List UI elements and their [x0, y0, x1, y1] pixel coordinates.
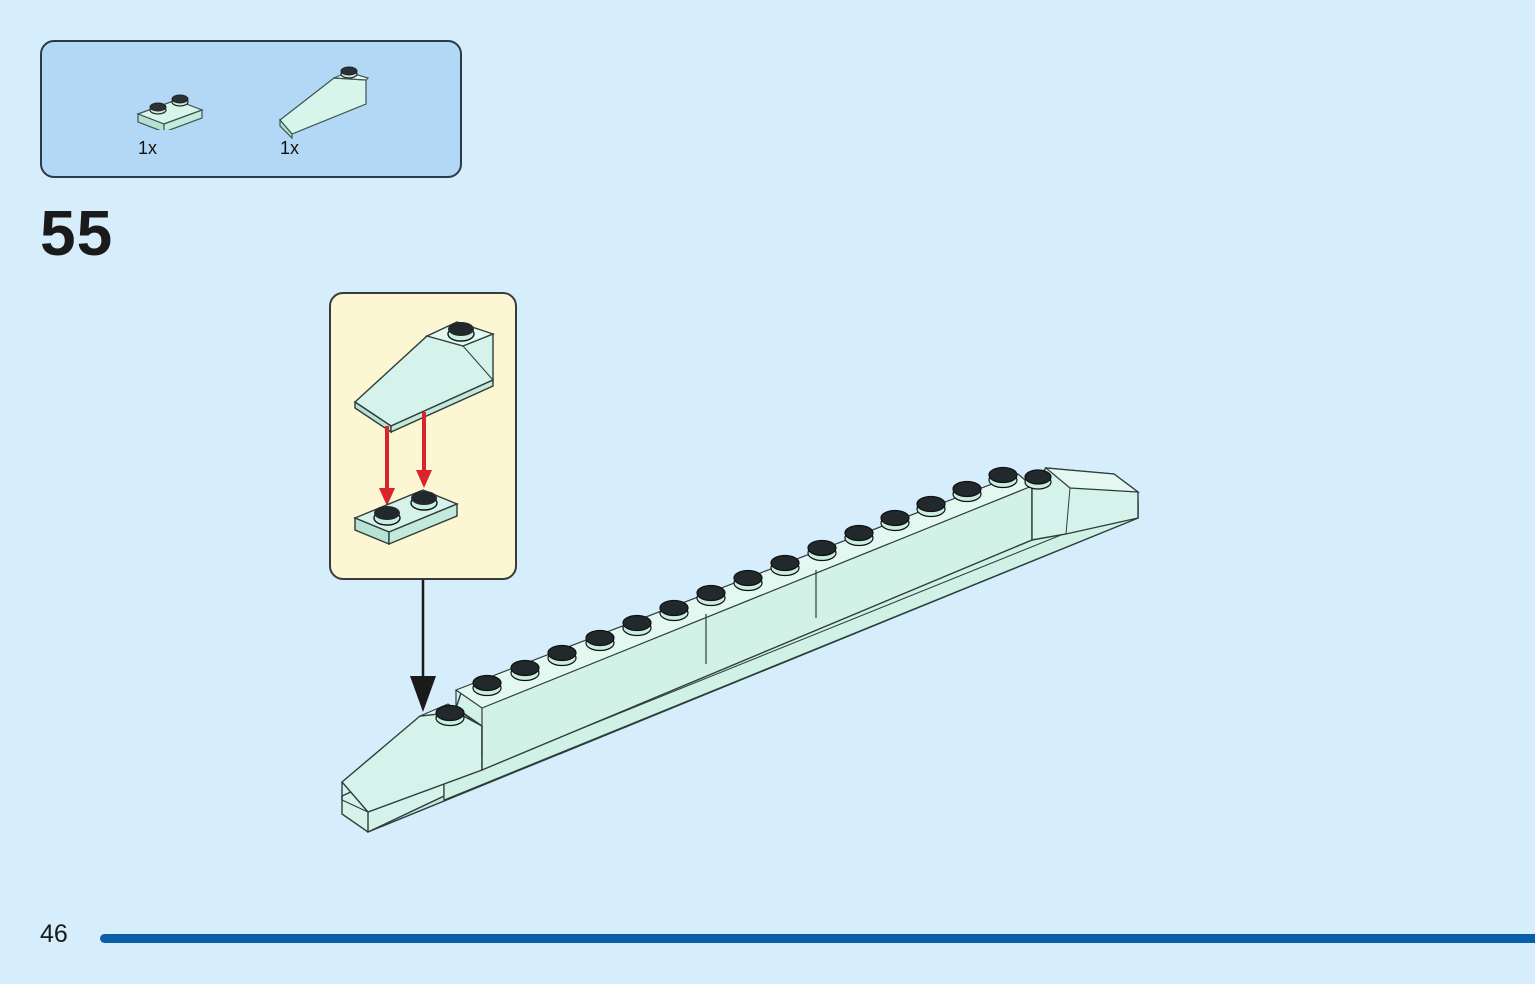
- plate-1x2-icon: [136, 90, 206, 130]
- studs: [435, 466, 1052, 727]
- step-number: 55: [40, 197, 114, 269]
- slope-1x3-quantity: 1x: [280, 138, 300, 158]
- plate-1x2-quantity: 1x: [138, 138, 158, 158]
- footer-bar: [100, 934, 1535, 943]
- parts-list-box: 1x 1x: [40, 40, 462, 178]
- sub-assembly-illustration: [353, 321, 496, 546]
- slope-1x3-icon: [278, 64, 373, 139]
- sub-assembly-callout: [329, 292, 517, 580]
- page-number: 46: [40, 920, 68, 948]
